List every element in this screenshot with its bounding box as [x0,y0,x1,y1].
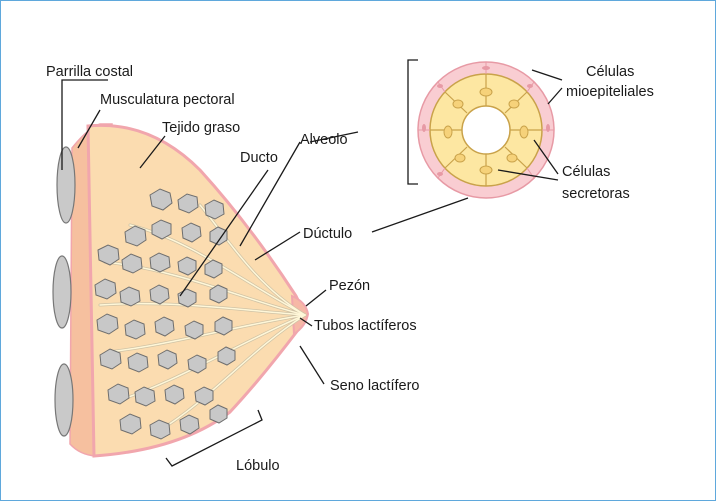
label-musculatura-pectoral: Musculatura pectoral [100,92,235,108]
label-tejido-graso: Tejido graso [162,120,240,136]
label-tubos-lactiferos: Tubos lactíferos [314,318,417,334]
label-ductulo: Dúctulo [303,226,352,242]
label-lobulo: Lóbulo [236,458,280,474]
label-parrilla-costal: Parrilla costal [46,64,133,80]
alveolus-inset [418,62,554,198]
label-pezon: Pezón [329,278,370,294]
label-seno-lactifero: Seno lactífero [330,378,419,394]
label-celulas-secretoras-2: secretoras [562,186,630,202]
label-celulas-mioepiteliales-1: Células [586,64,634,80]
rib-3 [55,364,73,436]
alveolus-bracket [408,60,418,184]
label-celulas-secretoras-1: Células [562,164,610,180]
label-ducto: Ducto [240,150,278,166]
label-celulas-mioepiteliales-2: mioepiteliales [566,84,654,100]
rib-2 [53,256,71,328]
rib-1 [57,147,75,223]
label-alveolo: Alveolo [300,132,348,148]
